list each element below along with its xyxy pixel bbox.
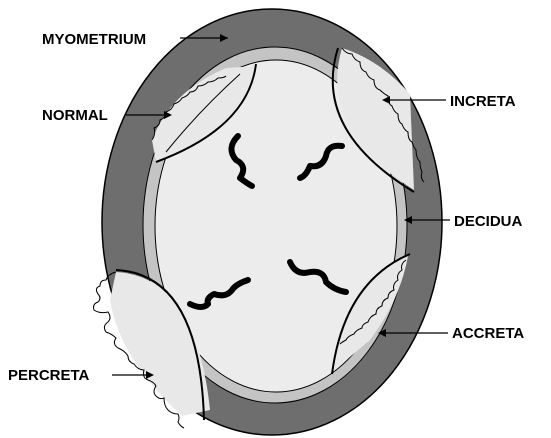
percreta-label: PERCRETA [8,367,90,384]
label-percreta: PERCRETA [8,367,154,384]
myometrium-label: MYOMETRIUM [42,31,146,48]
increta-label: INCRETA [450,93,516,110]
decidua-label: DECIDUA [454,213,523,230]
normal-label: NORMAL [42,107,108,124]
accreta-label: ACCRETA [452,325,524,342]
